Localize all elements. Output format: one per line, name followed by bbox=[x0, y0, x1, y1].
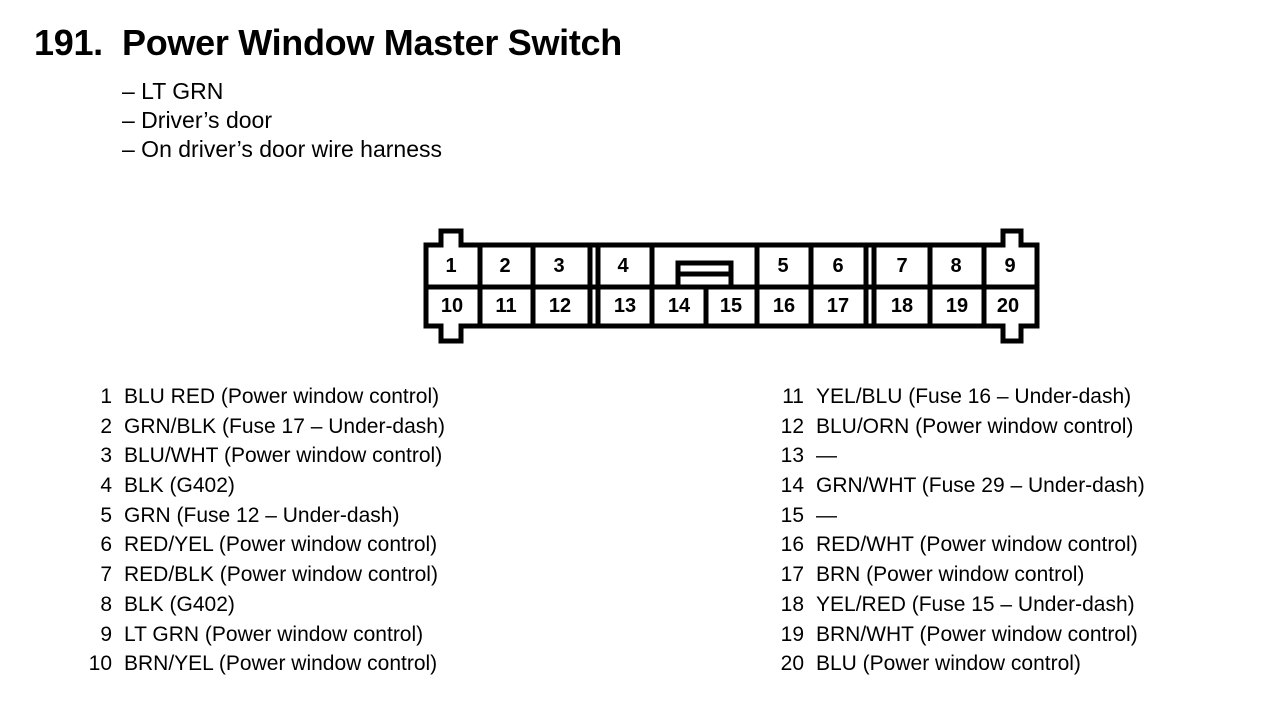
section-number: 191. bbox=[34, 22, 103, 63]
pin-number: 9 bbox=[100, 622, 112, 646]
pin-label: 15 bbox=[720, 295, 742, 317]
pin-list-right: 11 YEL/BLU (Fuse 16 – Under-dash) 12 BLU/O… bbox=[780, 382, 1145, 679]
pin-description: RED/YEL (Power window control) bbox=[124, 533, 438, 557]
pin-number: 1 bbox=[100, 385, 112, 408]
pin-label: 8 bbox=[950, 255, 961, 277]
pin-row: 1 BLU RED (Power window control) bbox=[88, 382, 445, 412]
pin-description: BRN/YEL (Power window control) bbox=[124, 652, 438, 676]
pin-description: BLU (Power window control) bbox=[816, 652, 1081, 676]
pin-label: 1 bbox=[445, 255, 456, 277]
pin-label: 7 bbox=[896, 255, 907, 277]
pin-row: 20 BLU (Power window control) bbox=[780, 649, 1145, 679]
connector-bottom-row: 10 11 12 13 14 15 16 17 18 19 20 bbox=[441, 295, 1019, 317]
pin-label: 2 bbox=[499, 255, 510, 277]
pin-row: 11 YEL/BLU (Fuse 16 – Under-dash) bbox=[780, 382, 1145, 412]
pin-row: 17 BRN (Power window control) bbox=[780, 560, 1145, 590]
pin-description: — bbox=[816, 444, 837, 468]
pin-number: 2 bbox=[100, 414, 112, 438]
pin-description: — bbox=[816, 503, 837, 527]
pin-label: 3 bbox=[553, 255, 564, 277]
pin-description: BRN (Power window control) bbox=[816, 563, 1085, 587]
pin-number: 18 bbox=[780, 592, 804, 616]
pin-number: 6 bbox=[100, 533, 112, 557]
pin-label: 17 bbox=[827, 295, 849, 317]
pin-number: 7 bbox=[100, 563, 112, 587]
pin-label: 19 bbox=[946, 295, 968, 317]
pin-description: BLK (G402) bbox=[124, 592, 235, 616]
detail-location: – Driver’s door bbox=[122, 107, 272, 133]
pin-row: 5 GRN (Fuse 12 – Under-dash) bbox=[88, 501, 445, 531]
pin-description: BLU/ORN (Power window control) bbox=[816, 414, 1134, 438]
pin-number: 20 bbox=[780, 652, 804, 676]
pin-description: LT GRN (Power window control) bbox=[124, 622, 424, 646]
section-title: Power Window Master Switch bbox=[122, 22, 622, 63]
pin-description: BLU/WHT (Power window control) bbox=[124, 444, 443, 468]
pin-description: BRN/WHT (Power window control) bbox=[816, 622, 1138, 646]
pin-number: 3 bbox=[100, 444, 112, 468]
pin-label: 10 bbox=[441, 295, 463, 317]
pin-list-left: 1 BLU RED (Power window control) 2 GRN/BLK… bbox=[88, 382, 445, 679]
detail-color: – LT GRN bbox=[122, 78, 224, 104]
pin-row: 15 — bbox=[780, 501, 1145, 531]
page-title: 191. Power Window Master Switch bbox=[34, 22, 622, 64]
pin-label: 4 bbox=[617, 255, 629, 277]
connector-top-row: 1 2 3 4 5 6 7 8 9 bbox=[445, 255, 1015, 277]
pin-number: 16 bbox=[780, 533, 804, 557]
pin-description: BLU RED (Power window control) bbox=[124, 385, 440, 408]
pin-number: 5 bbox=[100, 503, 112, 527]
pin-number: 14 bbox=[780, 474, 804, 498]
detail-harness: – On driver’s door wire harness bbox=[122, 136, 443, 162]
pin-number: 8 bbox=[100, 592, 112, 616]
pin-label: 6 bbox=[832, 255, 843, 277]
pin-number: 13 bbox=[780, 444, 804, 468]
pin-row: 19 BRN/WHT (Power window control) bbox=[780, 620, 1145, 650]
pin-label: 18 bbox=[891, 295, 913, 317]
pin-label: 11 bbox=[495, 295, 516, 317]
pin-row: 3 BLU/WHT (Power window control) bbox=[88, 441, 445, 471]
pin-label: 13 bbox=[614, 295, 636, 317]
pin-description: YEL/RED (Fuse 15 – Under-dash) bbox=[816, 592, 1135, 616]
pin-label: 16 bbox=[773, 295, 795, 317]
pin-row: 10 BRN/YEL (Power window control) bbox=[88, 649, 445, 679]
pin-row: 13 — bbox=[780, 441, 1145, 471]
pin-label: 12 bbox=[549, 295, 571, 317]
pin-description: GRN/BLK (Fuse 17 – Under-dash) bbox=[124, 414, 445, 438]
pin-row: 6 RED/YEL (Power window control) bbox=[88, 530, 445, 560]
pin-number: 19 bbox=[780, 622, 804, 646]
pin-row: 12 BLU/ORN (Power window control) bbox=[780, 412, 1145, 442]
pin-row: 4 BLK (G402) bbox=[88, 471, 445, 501]
pin-number: 11 bbox=[782, 385, 804, 408]
pin-label: 5 bbox=[777, 255, 788, 277]
pin-description: RED/WHT (Power window control) bbox=[816, 533, 1138, 557]
pin-number: 12 bbox=[780, 414, 804, 438]
pin-description: RED/BLK (Power window control) bbox=[124, 563, 438, 587]
pin-row: 8 BLK (G402) bbox=[88, 590, 445, 620]
pin-description: YEL/BLU (Fuse 16 – Under-dash) bbox=[816, 385, 1132, 408]
pin-label: 9 bbox=[1004, 255, 1015, 277]
pin-row: 16 RED/WHT (Power window control) bbox=[780, 530, 1145, 560]
pin-label: 14 bbox=[668, 295, 691, 317]
pin-row: 18 YEL/RED (Fuse 15 – Under-dash) bbox=[780, 590, 1145, 620]
pin-description: GRN (Fuse 12 – Under-dash) bbox=[124, 503, 400, 527]
pin-number: 15 bbox=[780, 503, 804, 527]
pin-row: 9 LT GRN (Power window control) bbox=[88, 620, 445, 650]
pin-row: 2 GRN/BLK (Fuse 17 – Under-dash) bbox=[88, 412, 445, 442]
pin-description: BLK (G402) bbox=[124, 474, 235, 498]
pin-number: 10 bbox=[88, 652, 112, 676]
pin-row: 14 GRN/WHT (Fuse 29 – Under-dash) bbox=[780, 471, 1145, 501]
pin-row: 7 RED/BLK (Power window control) bbox=[88, 560, 445, 590]
pin-label: 20 bbox=[997, 295, 1019, 317]
pin-number: 4 bbox=[100, 474, 112, 498]
pin-number: 17 bbox=[780, 563, 804, 587]
pin-description: GRN/WHT (Fuse 29 – Under-dash) bbox=[816, 474, 1145, 498]
connector-key bbox=[675, 260, 734, 287]
connector-outline bbox=[423, 228, 1040, 344]
